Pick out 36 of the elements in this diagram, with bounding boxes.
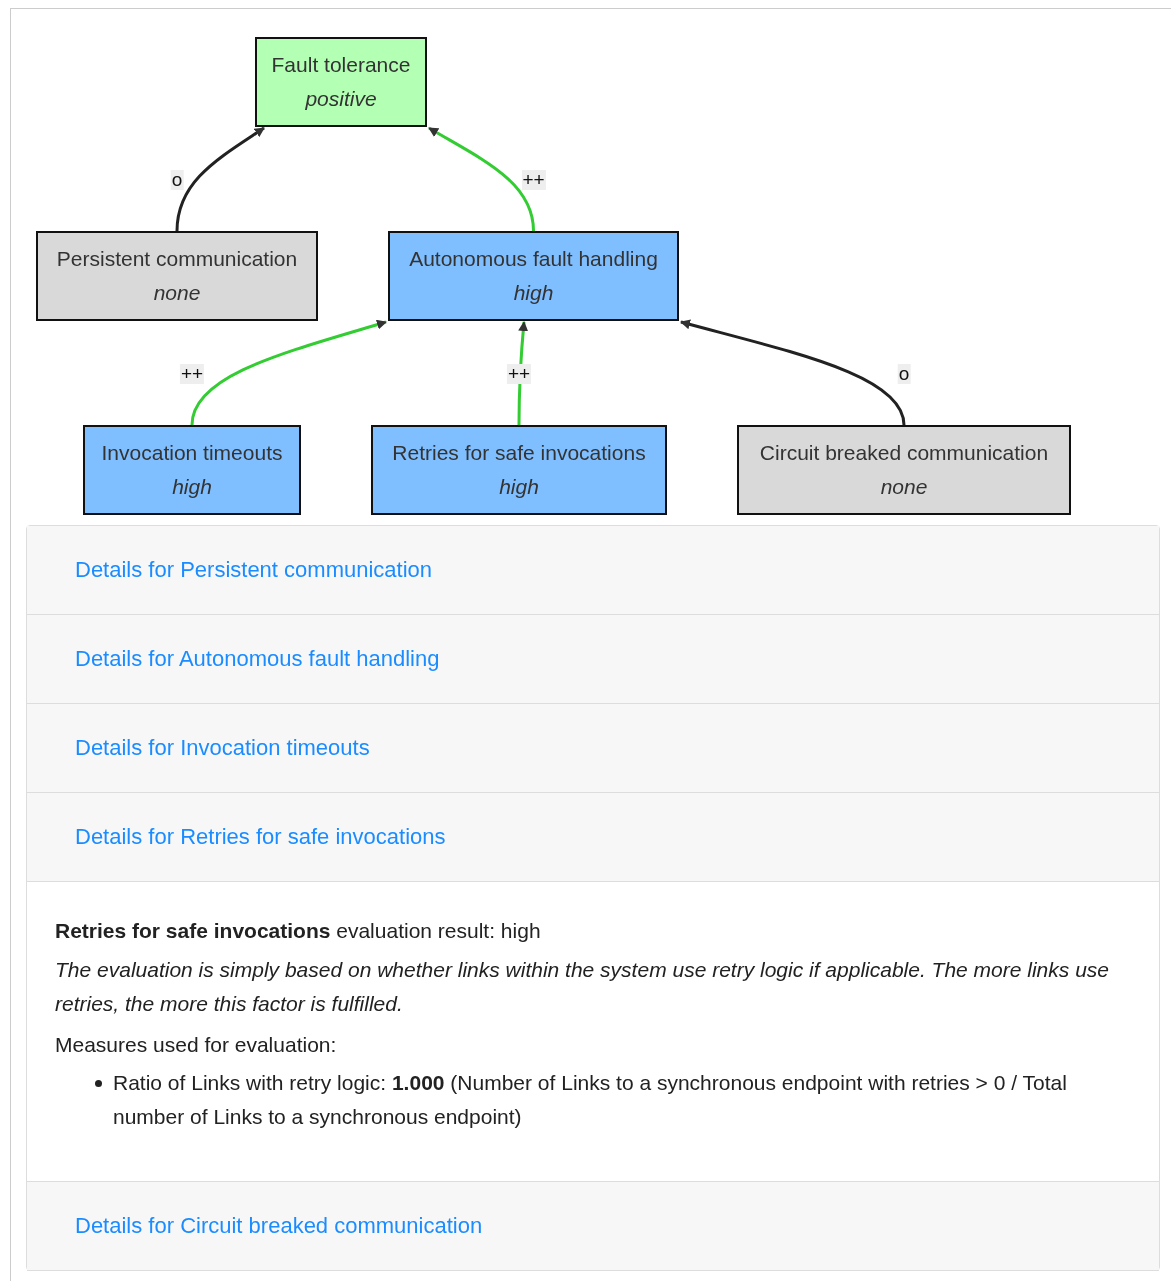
factor-name: Persistent communication [55, 246, 299, 272]
factor-name: Autonomous fault handling [408, 246, 659, 272]
details-link: Details for Autonomous fault handling [75, 646, 440, 672]
factor-rating: none [152, 280, 202, 306]
details-link: Details for Invocation timeouts [75, 735, 370, 761]
edge-label: ++ [179, 364, 205, 384]
arrow [190, 319, 387, 426]
factor-rating: high [171, 474, 213, 500]
edge-label: o [170, 170, 184, 190]
factor-rating: high [512, 280, 555, 306]
factor-box [737, 425, 1071, 515]
result-heading: Retries for safe invocations evaluation result: high [55, 918, 542, 944]
edge-label: o [897, 364, 911, 384]
factor-box [83, 425, 301, 515]
measures-heading: Measures used for evaluation: [55, 1032, 338, 1058]
factor-box [255, 37, 427, 127]
edge-label: ++ [506, 364, 532, 384]
factor-name: Retries for safe invocations [391, 440, 647, 466]
factor-name: Fault tolerance [270, 52, 412, 78]
arrow [175, 126, 265, 232]
arrow [680, 319, 906, 426]
arrow [428, 126, 535, 232]
bullet-item: Ratio of Links with retry logic: 1.000 (Number of Links to a synchronous endpoint with retries > 0 / Total number of Links to a synchronous endpoint) [113, 1070, 1068, 1130]
factor-name: Invocation timeouts [100, 440, 284, 466]
factor-rating: positive [304, 86, 378, 112]
details-link: Details for Circuit breaked communication [75, 1213, 483, 1239]
factor-rating: high [498, 474, 540, 500]
description-text: The evaluation is simply based on whether links within the system use retry logic if applicable. The more links use retries, the more this factor is fulfilled. [55, 957, 1109, 1017]
factor-box [388, 231, 679, 321]
edge-label: ++ [521, 170, 546, 190]
factor-name: Circuit breaked communication [758, 440, 1050, 466]
details-link: Details for Persistent communication [75, 557, 433, 583]
details-link: Details for Retries for safe invocations [75, 824, 446, 850]
factor-rating: none [879, 474, 929, 500]
factor-box [36, 231, 318, 321]
factor-box [371, 425, 667, 515]
